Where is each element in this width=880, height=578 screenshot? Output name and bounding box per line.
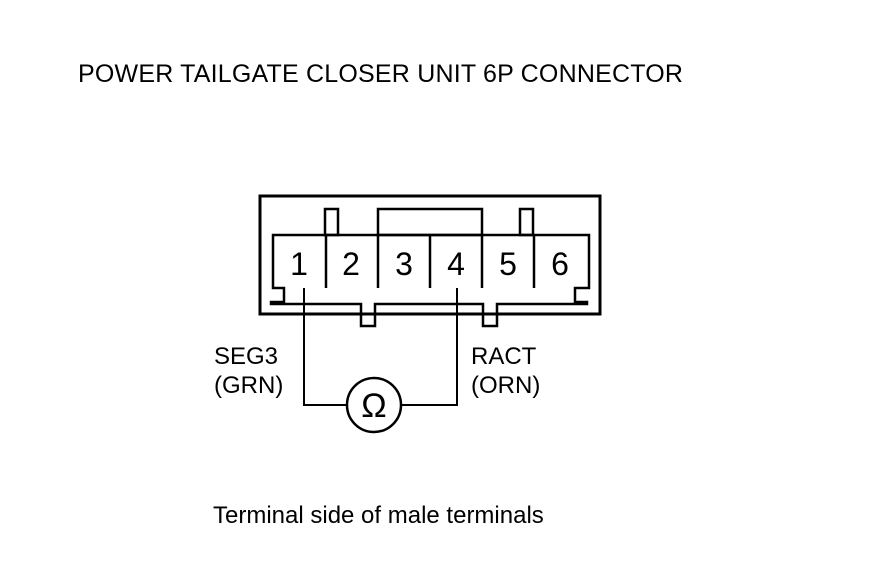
wire-color: (GRN) <box>214 372 284 399</box>
wire-signal-name: SEG3 <box>214 343 279 370</box>
key-right <box>518 207 535 237</box>
wire-label-seg3: SEG3 (GRN) <box>214 342 283 400</box>
wire-signal-name: RACT <box>471 343 537 370</box>
terminal-number-2: 2 <box>342 246 360 282</box>
diagram-caption: Terminal side of male terminals <box>213 502 544 529</box>
connector-shell <box>258 194 602 316</box>
terminal-number-5: 5 <box>499 246 517 282</box>
ohmmeter-icon <box>345 376 403 434</box>
terminal-number-6: 6 <box>551 246 569 282</box>
ohm-symbol: Ω <box>361 387 386 425</box>
terminal-number-1: 1 <box>290 246 308 282</box>
terminal-number-4: 4 <box>447 246 465 282</box>
probe-lead-left <box>303 288 347 406</box>
key-left <box>323 207 340 237</box>
wire-label-ract: RACT (ORN) <box>471 342 540 400</box>
probe-lead-right <box>401 288 458 406</box>
key-center <box>376 207 484 237</box>
terminal-housing <box>269 233 591 328</box>
terminal-number-3: 3 <box>395 246 413 282</box>
diagram-title: POWER TAILGATE CLOSER UNIT 6P CONNECTOR <box>78 60 684 88</box>
wire-color: (ORN) <box>471 372 541 399</box>
